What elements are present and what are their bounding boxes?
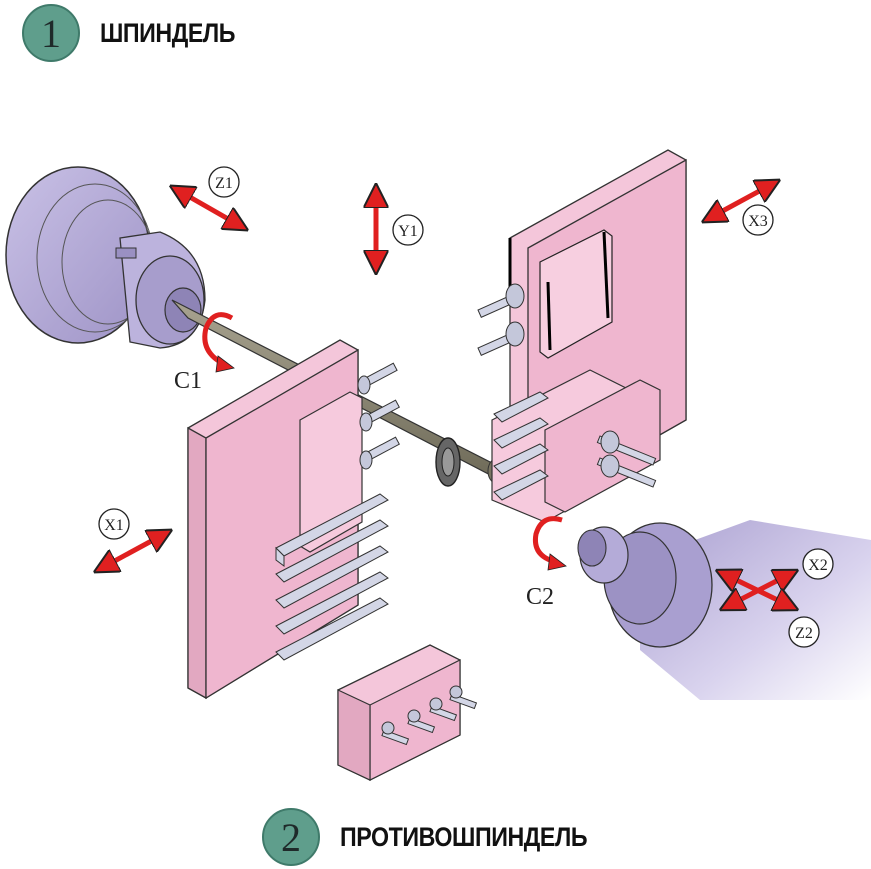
upper-right-turret	[477, 149, 687, 523]
x1-arrow	[98, 532, 168, 570]
svg-text:Y1: Y1	[398, 223, 418, 240]
axis-label-x2: X2	[802, 548, 834, 580]
main-spindle	[5, 166, 206, 349]
svg-text:X3: X3	[748, 213, 768, 230]
number-badge-2: 2	[262, 808, 320, 866]
axis-label-z1: Z1	[208, 166, 240, 198]
z2-arrow	[720, 572, 794, 608]
turning-tools	[275, 493, 389, 661]
svg-text:X2: X2	[808, 557, 828, 574]
number-badge-1: 1	[22, 4, 80, 62]
axis-arrows	[98, 182, 794, 608]
bottom-tool-block	[337, 644, 478, 781]
left-turret	[187, 339, 400, 700]
c1-rotation-arrow	[202, 312, 235, 373]
heading-counter-spindle: 2 ПРОТИВОШПИНДЕЛЬ	[262, 808, 627, 866]
axis-label-x3: X3	[742, 204, 774, 236]
z1-arrow	[174, 188, 244, 228]
svg-text:X1: X1	[104, 517, 124, 534]
counter-spindle	[577, 520, 871, 700]
axis-label-x1: X1	[98, 508, 130, 540]
axis-label-z2: Z2	[788, 616, 820, 648]
rotation-label-c1: C1	[174, 368, 202, 394]
axis-label-y1: Y1	[392, 214, 424, 246]
rotation-label-c2: C2	[526, 584, 554, 610]
boring-tools	[357, 362, 400, 470]
x3-arrow	[706, 182, 776, 220]
svg-text:Z2: Z2	[795, 625, 813, 642]
heading-spindle: 1 ШПИНДЕЛЬ	[22, 4, 257, 62]
heading-spindle-label: ШПИНДЕЛЬ	[100, 17, 236, 48]
svg-text:Z1: Z1	[215, 175, 233, 192]
heading-counter-spindle-label: ПРОТИВОШПИНДЕЛЬ	[340, 821, 588, 852]
c2-rotation-arrow	[532, 516, 567, 571]
